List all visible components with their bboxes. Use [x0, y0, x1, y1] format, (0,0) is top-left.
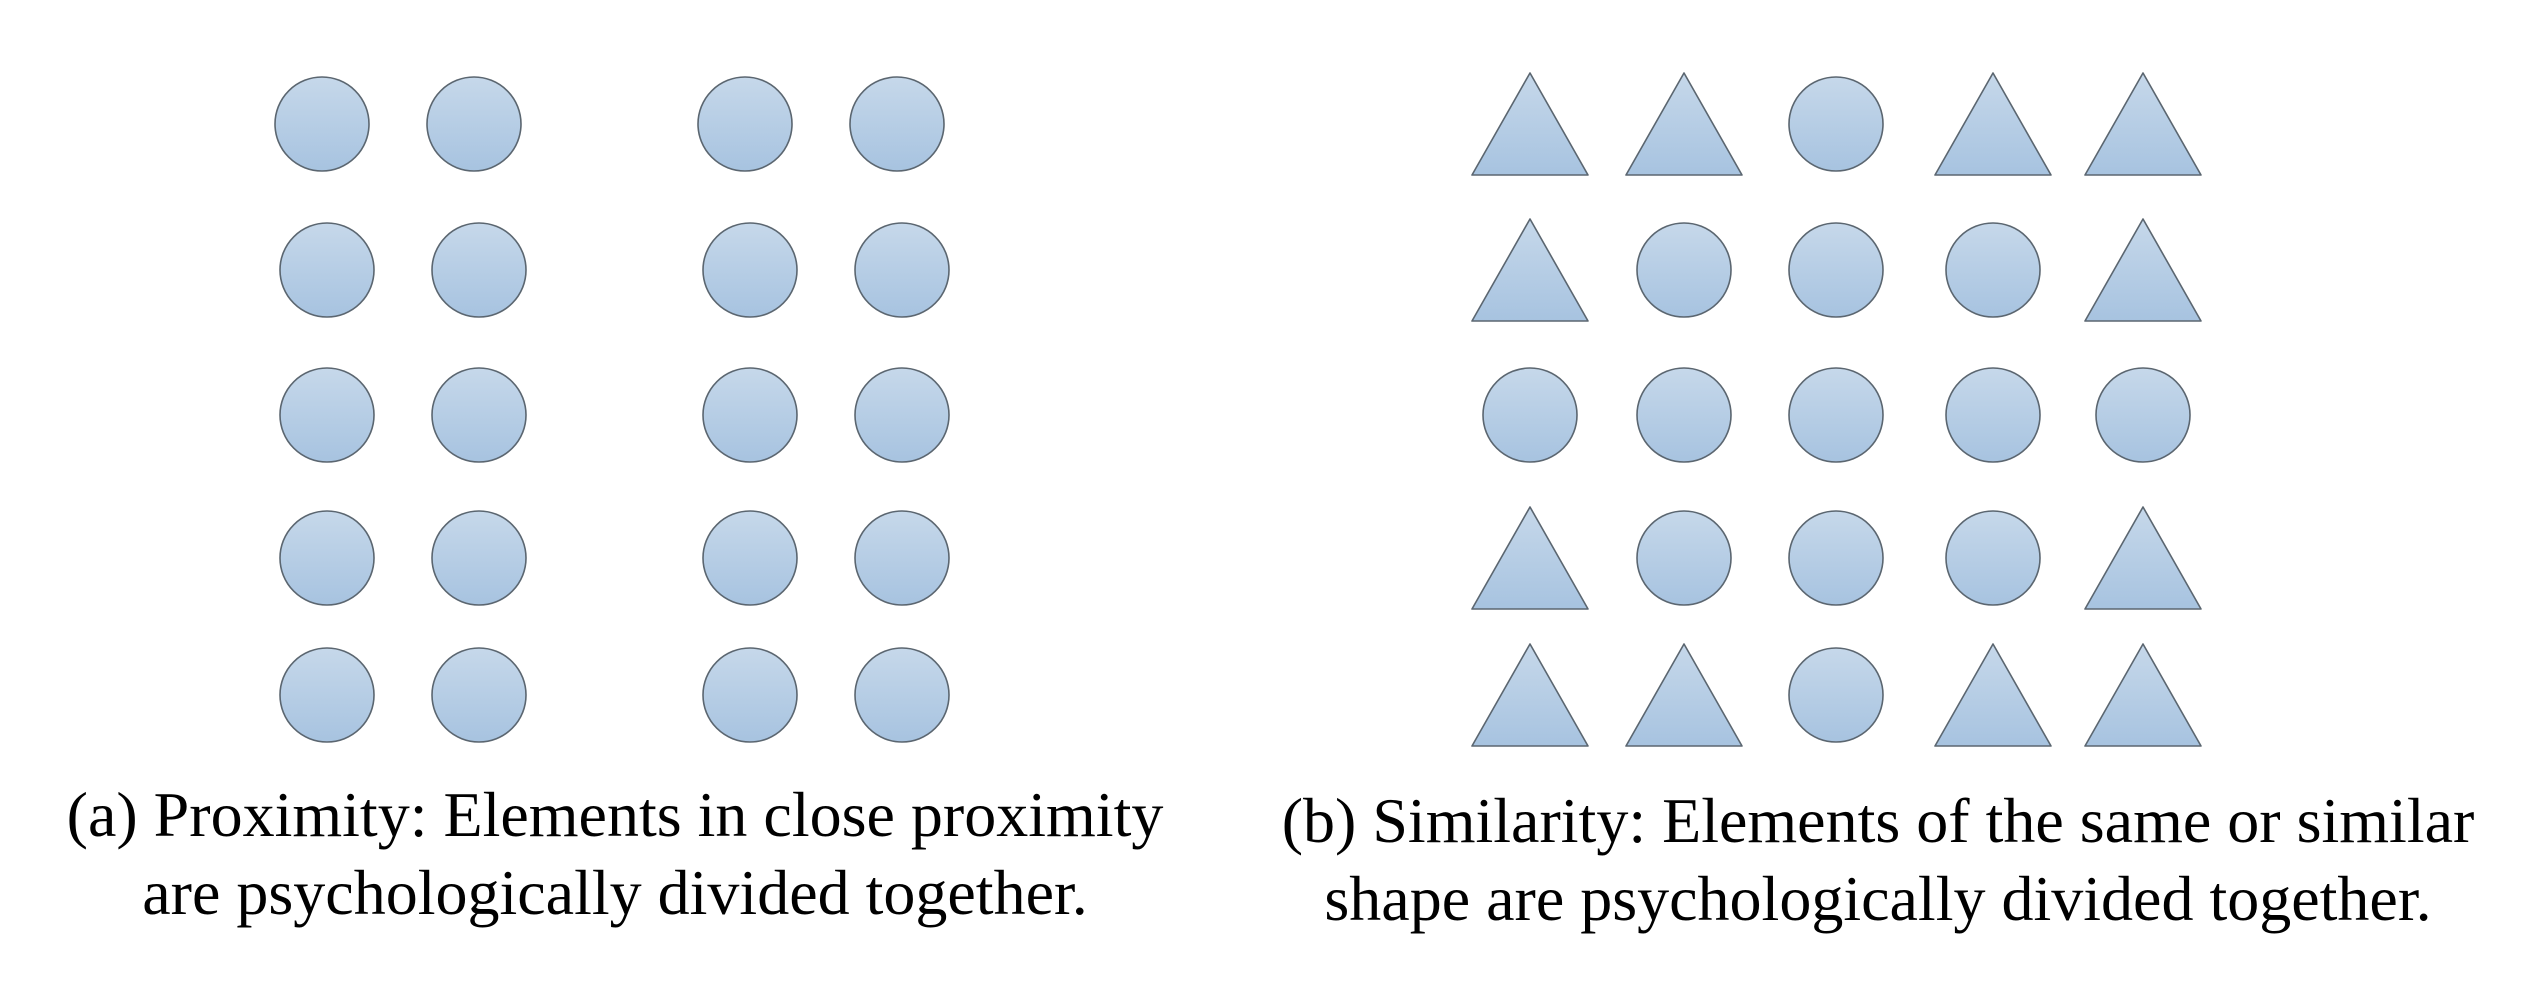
similarity-triangle [2084, 218, 2202, 322]
proximity-circle [279, 647, 375, 743]
similarity-triangle [1934, 643, 2052, 747]
proximity-circle [431, 222, 527, 318]
proximity-circle [274, 76, 370, 172]
similarity-circle [1788, 76, 1884, 172]
proximity-circle [702, 222, 798, 318]
similarity-circle [1788, 222, 1884, 318]
similarity-circle [1788, 647, 1884, 743]
similarity-circle [1636, 510, 1732, 606]
similarity-triangle [2084, 72, 2202, 176]
similarity-circle [1945, 510, 2041, 606]
proximity-circle [854, 647, 950, 743]
similarity-triangle [1471, 506, 1589, 610]
proximity-circle [431, 367, 527, 463]
similarity-caption-line-2: shape are psychologically divided togeth… [1324, 863, 2432, 934]
similarity-circle [1482, 367, 1578, 463]
proximity-circle [279, 510, 375, 606]
similarity-triangle [1471, 72, 1589, 176]
similarity-triangle [1471, 643, 1589, 747]
proximity-circle [431, 647, 527, 743]
similarity-triangle [1934, 72, 2052, 176]
proximity-circle [854, 367, 950, 463]
similarity-triangle [1471, 218, 1589, 322]
similarity-caption: (b) Similarity: Elements of the same or … [1230, 782, 2526, 938]
similarity-circle [1788, 367, 1884, 463]
similarity-circle [2095, 367, 2191, 463]
proximity-caption: (a) Proximity: Elements in close proximi… [0, 776, 1230, 932]
proximity-circle [702, 647, 798, 743]
similarity-circle [1636, 222, 1732, 318]
similarity-circle [1788, 510, 1884, 606]
similarity-circle [1636, 367, 1732, 463]
proximity-circle [426, 76, 522, 172]
proximity-circle [854, 222, 950, 318]
similarity-circle [1945, 367, 2041, 463]
similarity-triangle [1625, 72, 1743, 176]
proximity-circle [431, 510, 527, 606]
proximity-caption-line-2: are psychologically divided together. [142, 857, 1088, 928]
proximity-circle [279, 367, 375, 463]
similarity-triangle [2084, 506, 2202, 610]
similarity-circle [1945, 222, 2041, 318]
proximity-circle [849, 76, 945, 172]
proximity-caption-line-1: (a) Proximity: Elements in close proximi… [66, 779, 1164, 850]
similarity-triangle [2084, 643, 2202, 747]
proximity-circle [702, 367, 798, 463]
proximity-circle [697, 76, 793, 172]
proximity-circle [702, 510, 798, 606]
proximity-circle [279, 222, 375, 318]
similarity-caption-line-1: (b) Similarity: Elements of the same or … [1281, 785, 2475, 856]
proximity-circle [854, 510, 950, 606]
proximity-panel [274, 76, 950, 743]
similarity-panel [1471, 72, 2202, 747]
similarity-triangle [1625, 643, 1743, 747]
